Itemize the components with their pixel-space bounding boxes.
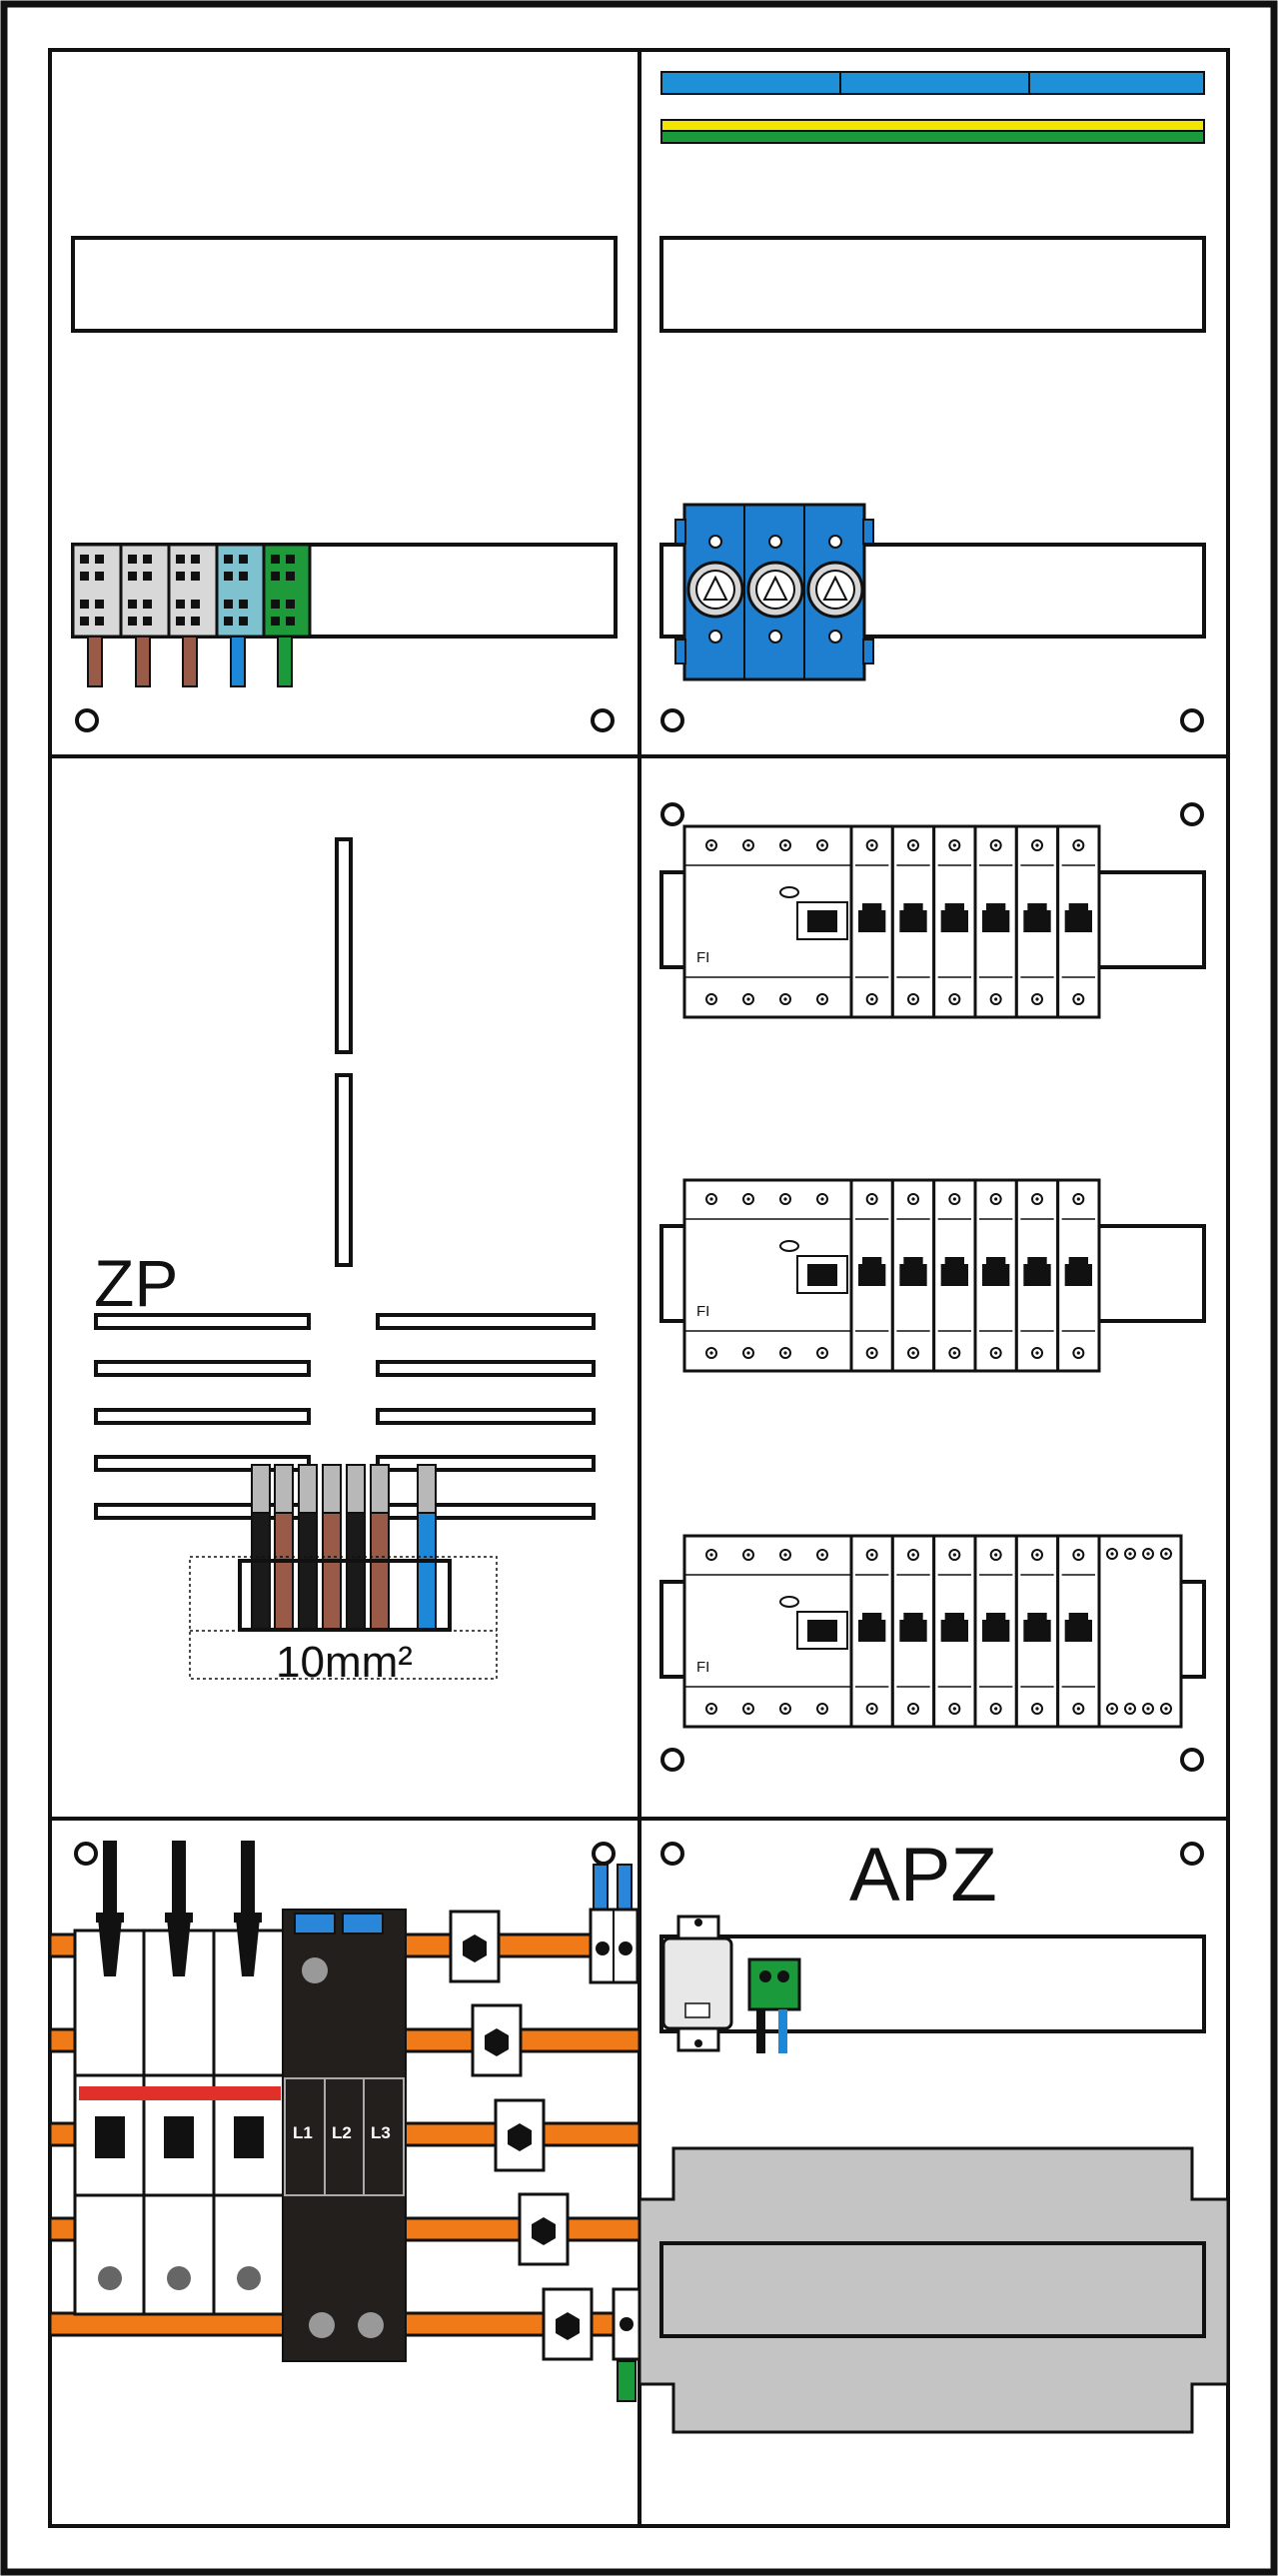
switch-toggle	[95, 2116, 125, 2158]
mcb-toggle	[1064, 910, 1092, 932]
auxiliary-module	[1097, 1534, 1183, 1729]
busbar-clamp	[494, 2098, 546, 2172]
apz-field: APZ	[638, 1833, 1230, 2434]
wire-blue	[230, 636, 246, 687]
rcd-fi-module	[682, 1534, 853, 1729]
incoming-cables	[96, 1841, 262, 1976]
switch-toggle	[234, 2116, 264, 2158]
screw-hole-icon	[1180, 1842, 1204, 1866]
triangle-in-circle-icon	[746, 561, 804, 619]
screw-hole-icon	[591, 708, 615, 732]
rcd-field: FI FI FI	[659, 802, 1206, 1772]
mcb-toggle	[940, 1620, 968, 1642]
mcb-toggle	[858, 910, 886, 932]
busbar-clamp	[449, 1910, 501, 1983]
main-isolator-block	[674, 503, 874, 681]
screw-hole-icon	[75, 708, 99, 732]
wire-brown-3	[182, 636, 198, 687]
cable-clamp-icon	[189, 1556, 498, 1680]
mcb-toggle	[899, 910, 927, 932]
label-strip	[659, 236, 1206, 333]
mcb-breaker	[1056, 824, 1101, 1019]
screw-hole-icon	[1180, 802, 1204, 826]
screw-hole-icon	[660, 802, 684, 826]
mcb-toggle	[899, 1264, 927, 1286]
fi-label: FI	[696, 1303, 709, 1320]
warning-stripe	[79, 2086, 281, 2100]
triangle-in-circle-icon	[806, 561, 864, 619]
l3-label: L3	[371, 2123, 391, 2142]
mcb-toggle	[1023, 1620, 1051, 1642]
mcb-toggle	[899, 1620, 927, 1642]
busbar-clamp	[542, 2287, 594, 2361]
triangle-in-circle-icon	[686, 561, 744, 619]
label-strip	[71, 236, 618, 333]
green-connector	[747, 1957, 801, 2053]
terminal-wires	[87, 636, 293, 687]
rcd-toggle	[796, 1255, 848, 1294]
surge-protection-device: L1 L2 L3	[282, 1909, 407, 2362]
mcb-toggle	[1064, 1620, 1092, 1642]
meter-mount-slot-upper	[335, 837, 353, 1054]
wire-green	[277, 636, 293, 687]
power-supply-module	[661, 1915, 733, 2052]
earth-busbar	[660, 119, 1205, 144]
main-switch	[73, 1841, 287, 2316]
screw-hole-icon	[660, 1842, 684, 1866]
top-right-cell	[659, 71, 1206, 732]
mcb-toggle	[1064, 1264, 1092, 1286]
top-left-cell	[71, 236, 618, 732]
mcb-breaker	[1056, 1178, 1101, 1373]
vent-slots	[94, 1313, 596, 1520]
mcb-toggle	[940, 910, 968, 932]
busbar-clamp	[471, 2003, 523, 2077]
l1-label: L1	[293, 2123, 313, 2142]
fi-label: FI	[696, 1659, 709, 1676]
apz-housing	[638, 2146, 1230, 2434]
mcb-toggle	[1023, 1264, 1051, 1286]
mcb-toggle	[1023, 910, 1051, 932]
busbar-clamps	[449, 1910, 594, 2361]
screw-hole-icon	[592, 1842, 616, 1866]
screw-hole-icon	[74, 1842, 98, 1866]
din-rail	[659, 2241, 1206, 2338]
switch-toggle	[164, 2116, 194, 2158]
screw-hole-icon	[1180, 708, 1204, 732]
mcb-toggle	[982, 1620, 1010, 1642]
mcb-toggle	[982, 1264, 1010, 1286]
apz-label: APZ	[849, 1833, 997, 1918]
mcb-toggle	[858, 1620, 886, 1642]
terminal-block	[71, 543, 312, 639]
screw-hole-icon	[660, 708, 684, 732]
rcd-group: FI	[659, 824, 1206, 1019]
screw-hole-icon	[660, 1748, 684, 1772]
zp-label: ZP	[94, 1246, 178, 1320]
l2-label: L2	[332, 2123, 352, 2142]
terminal-holes	[80, 555, 295, 626]
cable-size-label: 10mm²	[276, 1638, 413, 1687]
rcd-group: FI	[659, 1534, 1206, 1729]
wire-brown-1	[87, 636, 103, 687]
din-rail	[659, 1934, 1206, 2033]
meter-field-zp: ZP 10mm²	[94, 837, 596, 1687]
busbar-field: L1 L2 L3	[48, 1841, 641, 2402]
wire-brown-2	[135, 636, 151, 687]
fi-label: FI	[696, 949, 709, 966]
busbar-clamp	[518, 2192, 570, 2266]
mcb-toggle	[982, 910, 1010, 932]
mcb-toggle	[858, 1264, 886, 1286]
screw-hole-icon	[1180, 1748, 1204, 1772]
mcb-toggle	[940, 1264, 968, 1286]
neutral-busbar	[660, 71, 1205, 95]
meter-mount-slot-lower	[335, 1073, 353, 1267]
rcd-group: FI	[659, 1178, 1206, 1373]
